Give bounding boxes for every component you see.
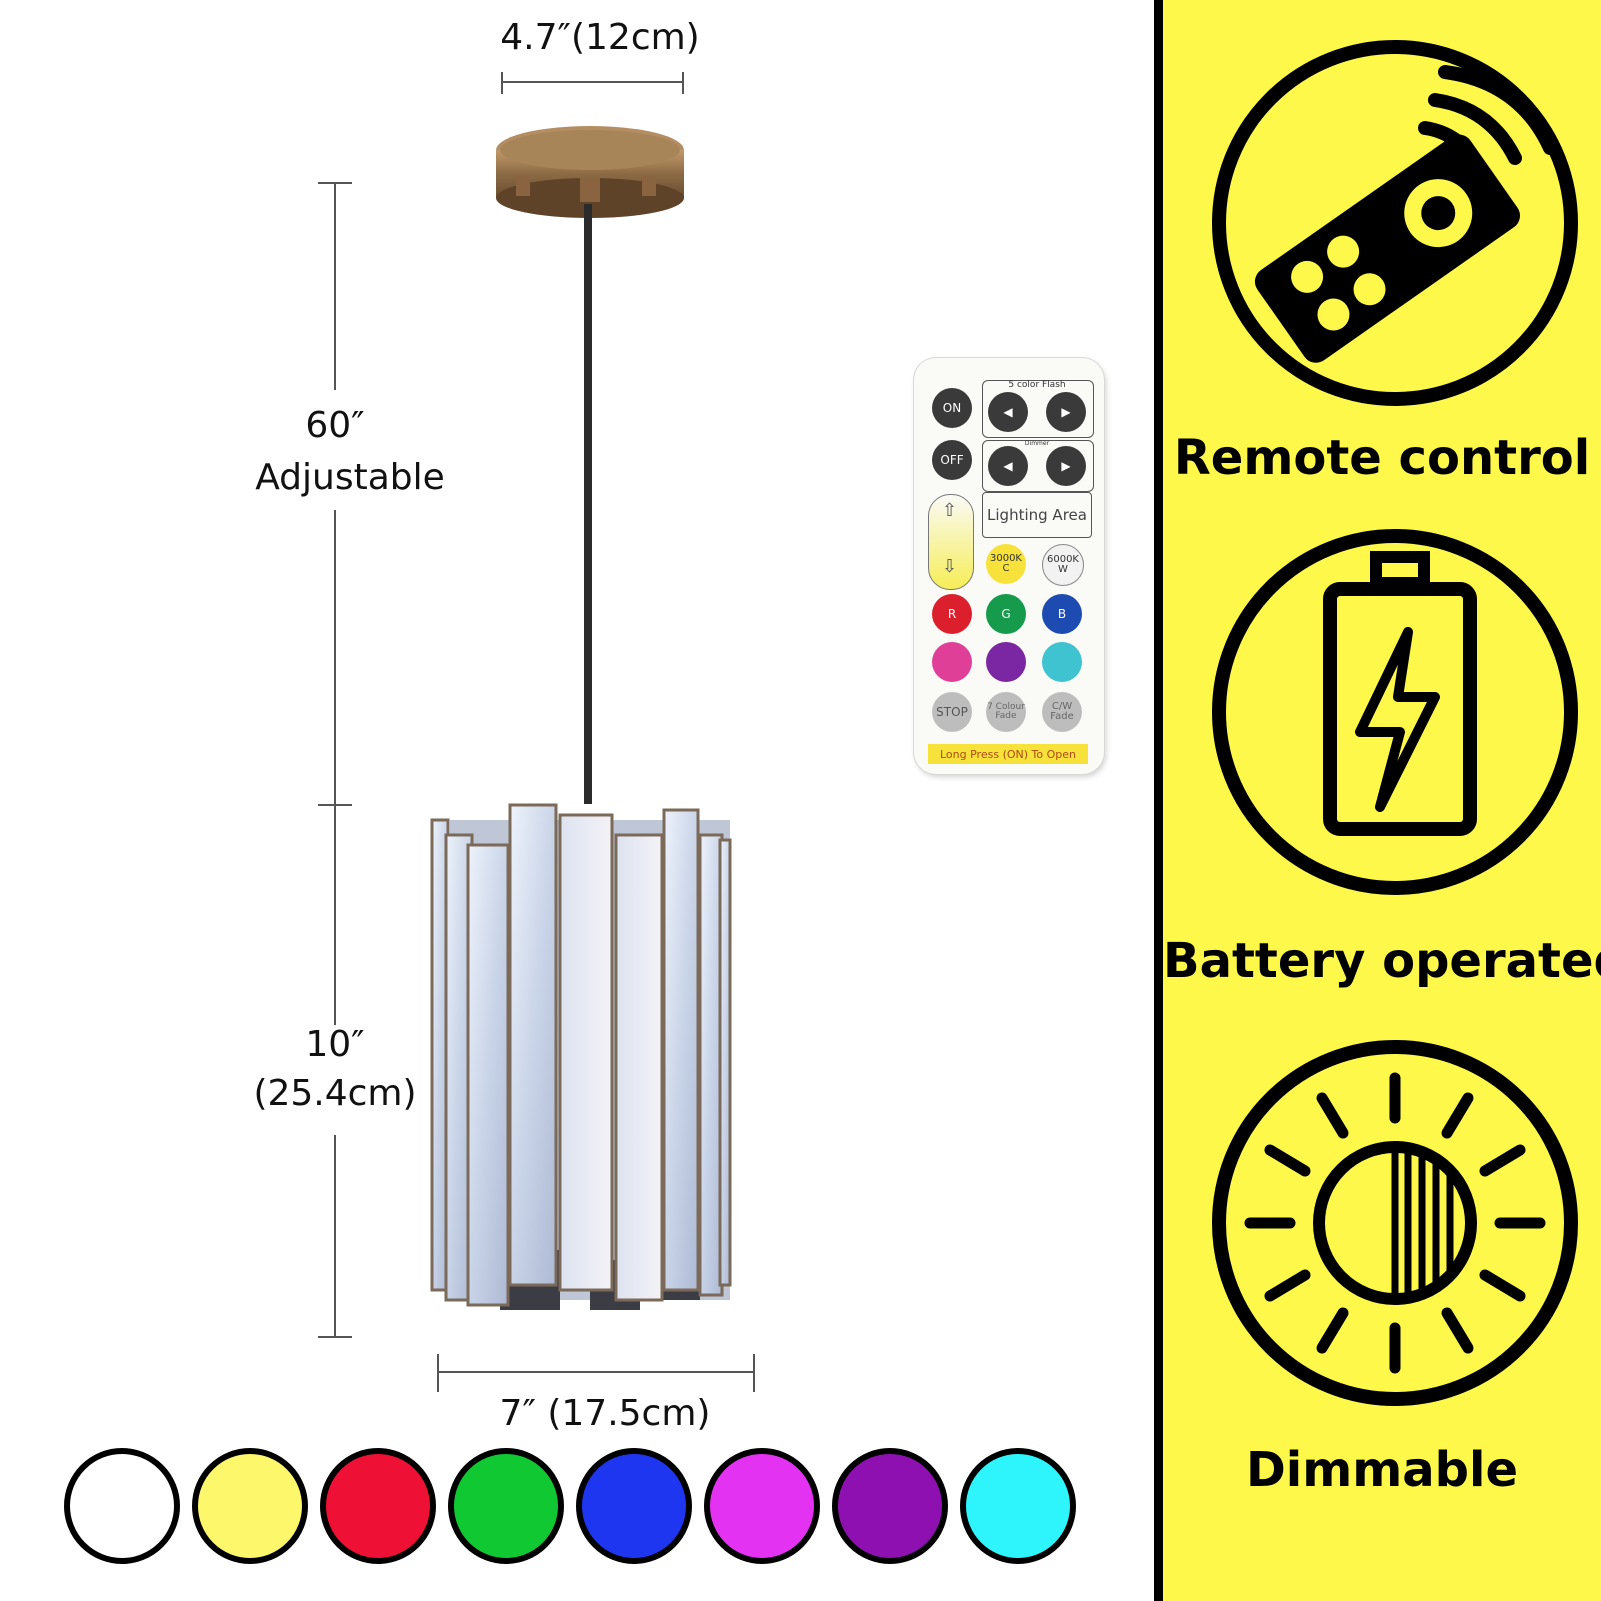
bottom-width-line bbox=[437, 1354, 755, 1392]
top-width-label: 4.7″(12cm) bbox=[500, 17, 700, 58]
color-swatch-purple bbox=[832, 1448, 948, 1564]
brightness-slider bbox=[928, 494, 974, 590]
on-button: ON bbox=[932, 388, 972, 428]
remote-control-icon bbox=[1212, 40, 1578, 406]
sun-dimmable-icon bbox=[1212, 1040, 1578, 1406]
seven-colour-fade-button: 7 Colour Fade bbox=[986, 692, 1026, 732]
pendant-lamp-image bbox=[430, 126, 732, 1310]
height-metric: (25.4cm) bbox=[253, 1073, 417, 1114]
color-swatch-yellow bbox=[192, 1448, 308, 1564]
cord-length-note: Adjustable bbox=[255, 457, 445, 498]
color-swatch-cyan bbox=[960, 1448, 1076, 1564]
color-swatch-white bbox=[64, 1448, 180, 1564]
flash-title: 5 color Flash bbox=[1008, 380, 1066, 390]
feature-label-remote: Remote control bbox=[1173, 430, 1591, 486]
stop-button: STOP bbox=[932, 692, 972, 732]
up-arrow-icon: ⇧ bbox=[942, 500, 958, 521]
purple-button bbox=[986, 642, 1026, 682]
green-button: G bbox=[986, 594, 1026, 634]
battery-icon bbox=[1212, 529, 1578, 895]
dimmer-down-button: ◀ bbox=[988, 446, 1028, 486]
flash-group bbox=[982, 380, 1094, 438]
long-press-note: Long Press (ON) To Open bbox=[928, 744, 1088, 764]
product-area: 4.7″(12cm) 60″ Adjustable 10″ (25.4cm) 7… bbox=[64, 17, 1104, 1564]
color-swatch-red bbox=[320, 1448, 436, 1564]
feature-label-dimmable: Dimmable bbox=[1245, 1442, 1519, 1498]
remote-control-image: ON OFF 5 color Flash ◀ ▶ Dimmer ◀ ▶ ⇧ ⇩ … bbox=[914, 358, 1104, 774]
height-value: 10″ bbox=[305, 1024, 365, 1065]
pink-button bbox=[932, 642, 972, 682]
vertical-dimension-lines bbox=[318, 182, 352, 1338]
down-arrow-icon: ⇩ bbox=[942, 556, 958, 577]
dimmer-group bbox=[982, 440, 1094, 492]
dimmer-up-button: ▶ bbox=[1046, 446, 1086, 486]
red-button: R bbox=[932, 594, 972, 634]
color-swatch-green bbox=[448, 1448, 564, 1564]
flash-prev-button: ◀ bbox=[988, 392, 1028, 432]
cyan-button bbox=[1042, 642, 1082, 682]
top-width-line bbox=[501, 72, 684, 94]
warm-white-button: 3000K C bbox=[986, 544, 1026, 584]
lighting-area-box: Lighting Area bbox=[982, 492, 1092, 538]
color-swatch-magenta bbox=[704, 1448, 820, 1564]
flash-next-button: ▶ bbox=[1046, 392, 1086, 432]
dimmer-title: Dimmer bbox=[1024, 440, 1050, 447]
color-swatch-blue bbox=[576, 1448, 692, 1564]
off-button: OFF bbox=[932, 440, 972, 480]
cord-length-value: 60″ bbox=[305, 405, 365, 446]
blue-button: B bbox=[1042, 594, 1082, 634]
cw-fade-button: C/W Fade bbox=[1042, 692, 1082, 732]
bottom-width-label: 7″ (17.5cm) bbox=[499, 1393, 711, 1434]
cool-white-button: 6000K W bbox=[1042, 544, 1084, 586]
feature-label-battery: Battery operated bbox=[1163, 933, 1601, 989]
